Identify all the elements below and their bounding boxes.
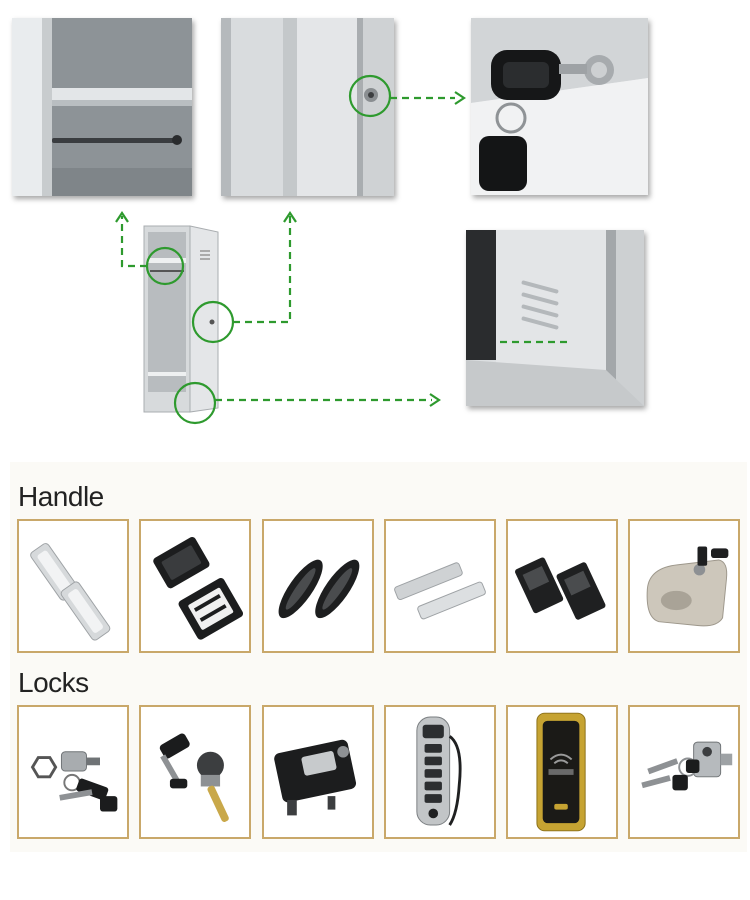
black-oval-pull-handle-icon (278, 559, 360, 619)
bottom-callout-circle (173, 381, 217, 425)
cam-lock-keys-icon (641, 741, 733, 791)
handle-tile-4[interactable] (384, 519, 496, 653)
locker-door-lock-detail-photo (221, 18, 394, 196)
black-square-recessed-handle-icon (153, 536, 244, 640)
shelf-callout-circle (145, 246, 185, 286)
lock-tile-5[interactable] (506, 705, 618, 839)
beige-key-latch-handle-icon (646, 546, 729, 627)
black-latch-lock-icon (274, 739, 357, 816)
lock-tile-1[interactable] (17, 705, 129, 839)
locker-vent-bottom-detail-photo (466, 230, 644, 406)
lock-tile-3[interactable] (262, 705, 374, 839)
callout-arrows-overlay (115, 74, 570, 425)
handle-section-title: Handle (18, 481, 104, 512)
aluminium-recessed-handle-icon (30, 543, 111, 641)
handle-tile-6[interactable] (628, 519, 740, 653)
arrow-to-door-photo (233, 216, 292, 324)
key-lock-closeup-photo (471, 18, 648, 195)
handle-tile-2[interactable] (139, 519, 251, 653)
single-door-locker-image (140, 222, 222, 414)
lock-tile-2[interactable] (139, 705, 251, 839)
locks-section-title: Locks (18, 667, 89, 698)
arrow-to-shelf-photo (120, 216, 147, 268)
lock-tile-4[interactable] (384, 705, 496, 839)
handle-tile-3[interactable] (262, 519, 374, 653)
black-recessed-latch-handle-icon (515, 557, 606, 620)
lock-detail-callout-circle (348, 74, 392, 118)
accessory-panel (10, 462, 747, 852)
key-tumbler-lock-icon (159, 733, 229, 822)
locker-shelf-detail-photo (12, 18, 192, 196)
lock-tile-6[interactable] (628, 705, 740, 839)
cam-lock-with-keys-icon (30, 751, 118, 812)
handle-tile-5[interactable] (506, 519, 618, 653)
lock-callout-circle (191, 300, 235, 344)
electronic-keypad-lock-icon (416, 716, 462, 826)
silver-bar-handle-icon (394, 562, 486, 620)
rfid-card-lock-icon (536, 712, 586, 832)
handle-tile-1[interactable] (17, 519, 129, 653)
